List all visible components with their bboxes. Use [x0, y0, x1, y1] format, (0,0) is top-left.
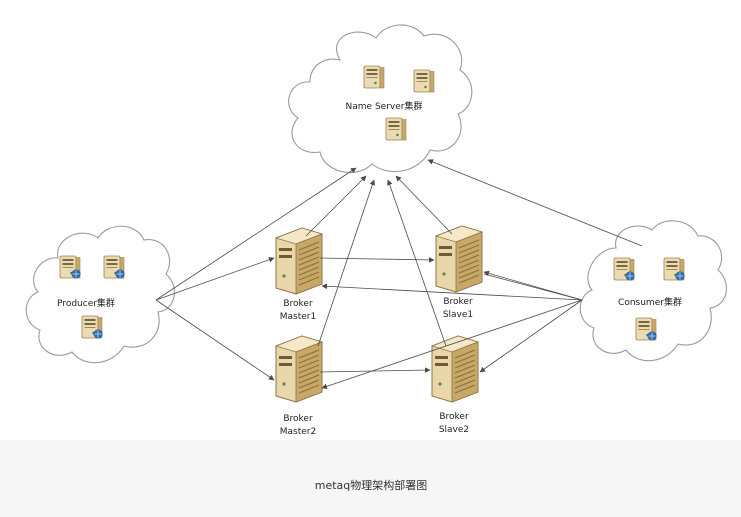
diagram-caption: metaq物理架构部署图	[315, 478, 428, 492]
consumer-cloud: Consumer集群	[579, 220, 727, 362]
broker-slave2-server-icon	[431, 335, 479, 403]
broker-slave1-label-line1: Broker	[443, 297, 473, 307]
arrow-slave1-to-nameserver	[395, 175, 453, 235]
consumer-server-globe-icon	[636, 318, 656, 340]
consumer-server-globe-icon	[614, 258, 634, 280]
producer-label: Producer集群	[57, 297, 115, 309]
arrow-consumer-to-master2	[321, 299, 583, 390]
consumer-server-globe-icon	[664, 258, 684, 280]
broker-slave1: Broker Slave1	[435, 225, 483, 320]
producer-server-globe-icon	[104, 256, 124, 278]
producer-server-globe-icon	[60, 256, 80, 278]
arrow-consumer-to-slave2	[479, 299, 583, 373]
broker-slave2: Broker Slave2	[431, 335, 479, 435]
arrow-consumer-to-slave1	[483, 270, 583, 301]
arrow-slave2-to-nameserver	[387, 179, 447, 347]
connection-arrows	[155, 159, 643, 390]
arrow-master2-to-slave2	[319, 367, 431, 373]
nameserver-server-icon	[385, 117, 407, 141]
broker-slave1-server-icon	[435, 225, 483, 293]
arrow-producer-to-master1	[155, 257, 275, 301]
broker-master2-label-line2: Master2	[280, 427, 316, 437]
arrow-master2-to-nameserver	[317, 179, 376, 347]
arrow-producer-to-nameserver	[155, 167, 357, 301]
broker-master1: Broker Master1	[275, 227, 323, 322]
consumer-label: Consumer集群	[618, 296, 682, 308]
broker-master2-label-line1: Broker	[283, 414, 313, 424]
nameserver-server-icon	[363, 65, 385, 89]
broker-master1-label-line2: Master1	[280, 312, 316, 322]
broker-master1-label-line1: Broker	[283, 299, 313, 309]
nameserver-label: Name Server集群	[346, 100, 423, 112]
arrow-producer-to-master2	[155, 299, 275, 381]
broker-master2: Broker Master2	[275, 335, 323, 437]
arrow-master1-to-nameserver	[305, 175, 367, 237]
arrow-master1-to-slave1	[319, 257, 435, 263]
producer-cloud: Producer集群	[25, 225, 175, 364]
arrow-consumer-to-master1	[321, 283, 583, 301]
nameserver-server-icon	[413, 69, 435, 93]
broker-master1-server-icon	[275, 227, 323, 295]
arrow-consumer-to-nameserver	[427, 159, 643, 247]
background-band	[0, 440, 741, 517]
producer-server-globe-icon	[82, 316, 102, 338]
nameserver-cloud: Name Server集群	[288, 24, 473, 173]
broker-master2-server-icon	[275, 335, 323, 403]
broker-slave2-label-line2: Slave2	[439, 425, 469, 435]
broker-slave1-label-line2: Slave1	[443, 310, 473, 320]
broker-slave2-label-line1: Broker	[439, 412, 469, 422]
